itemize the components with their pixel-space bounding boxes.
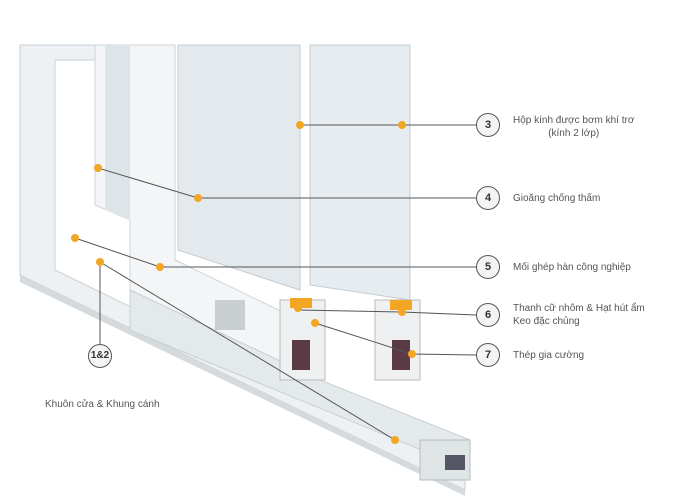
callout-7-label: Thép gia cường: [513, 350, 585, 361]
callout-6-badge: 6: [476, 303, 500, 327]
callout-1-2-badge: 1&2: [88, 344, 112, 368]
callout-1-2-label: Khuôn cửa & Khung cánh: [45, 399, 160, 410]
callout-3-badge: 3: [476, 113, 500, 137]
steel-reinforcement-2: [392, 340, 410, 370]
handle: [215, 300, 245, 330]
callout-6-line-2: Keo đặc chủng: [513, 316, 580, 327]
spacer-2: [390, 300, 412, 310]
left-glass: [105, 45, 130, 220]
callout-4-badge: 4: [476, 186, 500, 210]
marker-dots: [71, 121, 416, 444]
callout-3-label: Hộp kính được bơm khí trơ (kính 2 lớp): [513, 114, 634, 140]
callout-6-line-1: Thanh cữ nhôm & Hạt hút ẩm: [513, 303, 645, 314]
callout-4-label: Gioăng chống thấm: [513, 193, 601, 204]
callout-3-line-2: (kính 2 lớp): [548, 128, 600, 139]
callout-7-badge: 7: [476, 343, 500, 367]
spacer-1: [290, 298, 312, 308]
callout-3-line-1: Hộp kính được bơm khí trơ: [513, 115, 635, 126]
track-steel: [445, 455, 465, 470]
callout-5-label: Mối ghép hàn công nghiệp: [513, 262, 631, 273]
callout-5-badge: 5: [476, 255, 500, 279]
steel-reinforcement-1: [292, 340, 310, 370]
right-glass: [309, 44, 411, 301]
callout-6-label: Thanh cữ nhôm & Hạt hút ẩm Keo đặc chủng: [513, 302, 645, 328]
middle-glass: [177, 44, 301, 291]
